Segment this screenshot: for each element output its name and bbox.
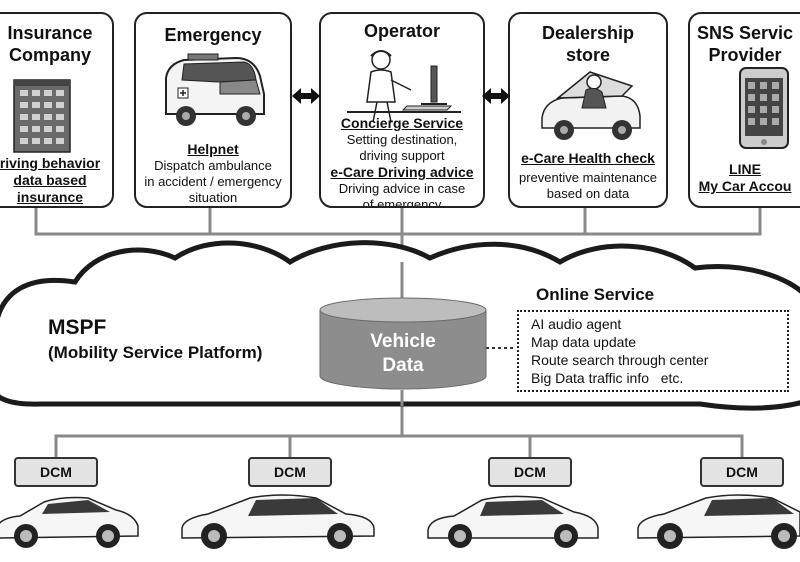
ecare-health-check-label: e-Care Health check <box>521 150 655 166</box>
dealership-title-2: store <box>565 45 610 65</box>
platform-subtitle: (Mobility Service Platform) <box>48 343 263 362</box>
health-check-desc-2: based on data <box>546 186 630 201</box>
double-arrow-icon <box>482 88 510 104</box>
emergency-title: Emergency <box>164 25 262 45</box>
online-service-item: AI audio agent <box>531 316 622 332</box>
insurance-label-1: riving behavior <box>0 155 101 171</box>
emergency-desc-1: Dispatch ambulance <box>154 158 272 173</box>
car-icon <box>637 494 800 549</box>
emergency-desc-3: situation <box>188 190 238 205</box>
car-icon <box>427 495 599 548</box>
database-cylinder-icon <box>319 297 487 390</box>
driving-advice-desc-1: Driving advice in case <box>338 181 466 196</box>
insurance-label-2: data based <box>13 172 87 188</box>
sns-title-1: SNS Servic <box>696 23 794 43</box>
dealership-title-1: Dealership <box>541 23 635 43</box>
online-service-item: Route search through center <box>531 352 709 368</box>
dcm-box: DCM <box>248 457 332 487</box>
insurance-company-box: Insurance Company riving behavior data b… <box>0 12 114 208</box>
concierge-service-label: Concierge Service <box>340 115 464 131</box>
dcm-box: DCM <box>14 457 98 487</box>
emergency-box: Emergency Helpnet Dispatch ambulance in … <box>134 12 292 208</box>
double-arrow-icon <box>292 88 320 104</box>
online-service-title: Online Service <box>536 285 655 304</box>
operator-title: Operator <box>363 21 441 41</box>
online-service-list: AI audio agent Map data update Route sea… <box>517 310 789 392</box>
health-check-desc-1: preventive maintenance <box>518 170 658 185</box>
ecare-driving-advice-label: e-Care Driving advice <box>330 164 474 180</box>
operator-box: Operator Concierge Service Setting desti… <box>319 12 485 208</box>
insurance-title-1: Insurance <box>7 23 93 43</box>
platform-name: MSPF <box>48 316 107 339</box>
smartphone-icon <box>739 67 789 149</box>
driving-advice-desc-2: of emergency <box>362 197 442 208</box>
insurance-label-3: insurance <box>16 189 84 205</box>
concierge-desc-2: driving support <box>359 148 445 163</box>
mechanic-car-icon <box>541 71 641 140</box>
concierge-desc-1: Setting destination, <box>346 132 458 147</box>
online-service-item: Map data update <box>531 334 637 350</box>
car-icon <box>0 496 139 548</box>
sns-provider-box: SNS Servic Provider LINE My Car Accou <box>688 12 800 208</box>
helpnet-label: Helpnet <box>187 141 239 157</box>
office-building-icon <box>13 79 71 153</box>
line-label: LINE <box>729 161 761 177</box>
operator-headset-icon <box>347 50 461 123</box>
emergency-desc-2: in accident / emergency <box>144 174 282 189</box>
insurance-title-2: Company <box>8 45 91 65</box>
dcm-box: DCM <box>488 457 572 487</box>
ambulance-icon <box>165 53 265 126</box>
my-car-account-label: My Car Accou <box>698 178 792 194</box>
vehicle-data-line1: Vehicle <box>370 331 436 352</box>
vehicle-data-line2: Data <box>382 355 424 376</box>
dcm-box: DCM <box>700 457 784 487</box>
dealership-box: Dealership store e-Care Health check pre… <box>508 12 668 208</box>
sns-title-2: Provider <box>708 45 782 65</box>
car-icon <box>181 494 375 549</box>
online-service-item: Big Data traffic info etc. <box>531 370 684 386</box>
